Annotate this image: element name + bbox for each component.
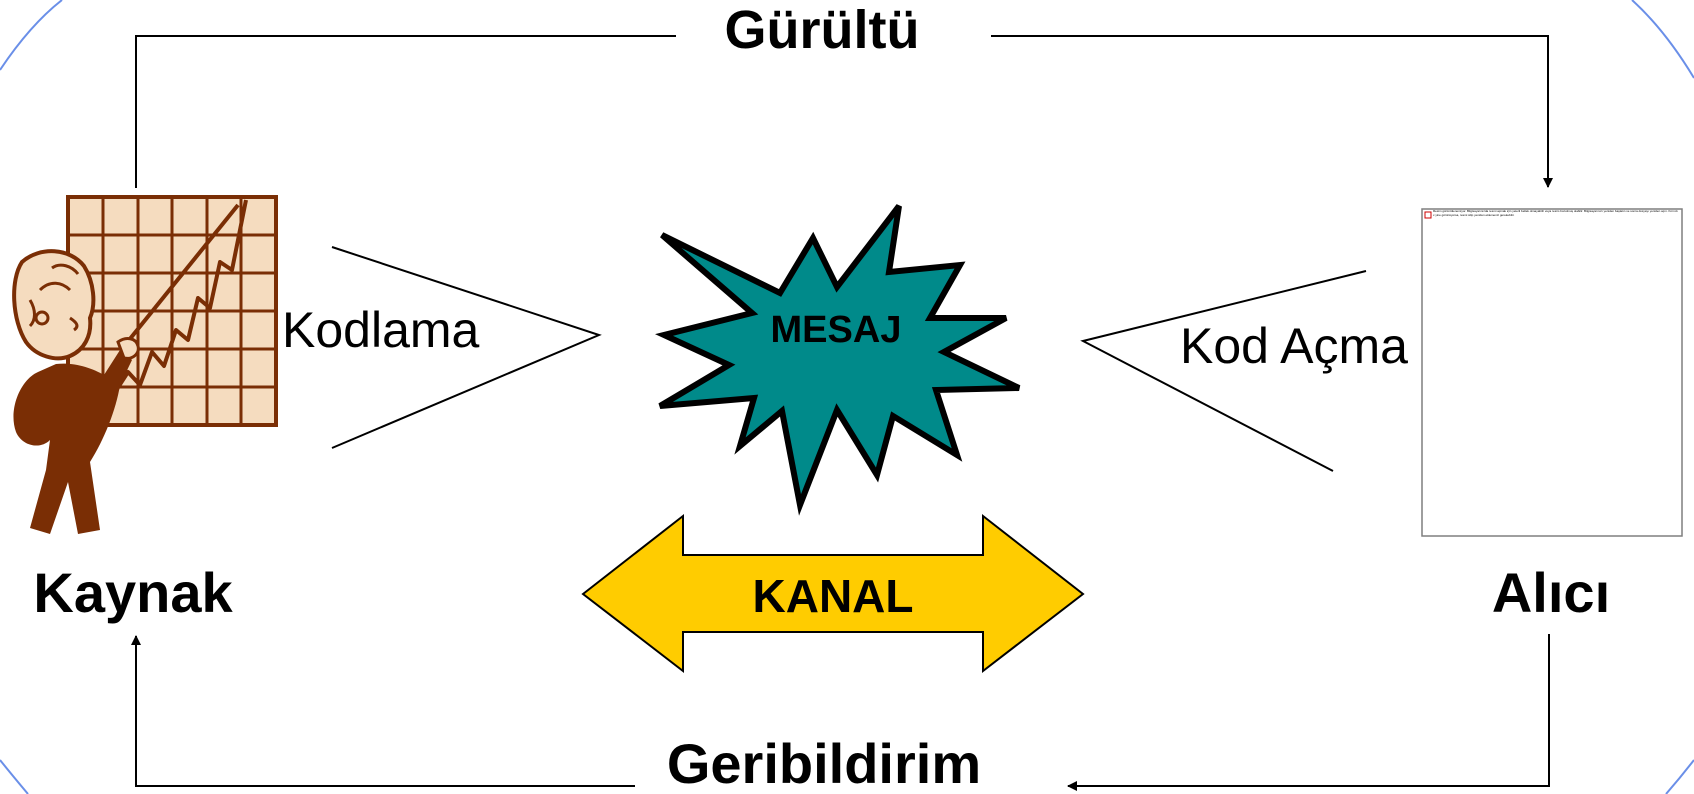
message-burst: [655, 204, 1021, 516]
channel-label: KANAL: [753, 570, 914, 622]
decoding-chevron: [1080, 270, 1367, 472]
feedback-arrow-right: [1067, 634, 1550, 791]
encoding-label: Kodlama: [282, 302, 480, 358]
noise-arrow-right: [991, 35, 1553, 188]
presenter-head: [12, 249, 96, 361]
noise-line-left: [135, 35, 676, 188]
corner-arc-bottom-left: [0, 759, 29, 794]
receiver-label: Alıcı: [1492, 561, 1610, 624]
message-label: MESAJ: [771, 309, 902, 351]
receiver-image-placeholder: Resim görüntülenemiyor. Bilgisayarınızda…: [1421, 208, 1683, 537]
corner-arc-top-right: [1631, 0, 1694, 79]
broken-image-message: Resim görüntülenemiyor. Bilgisayarınızda…: [1433, 210, 1678, 217]
chart-trend-line: [108, 199, 248, 402]
channel-double-arrow: [581, 513, 1085, 674]
corner-arc-top-left: [0, 0, 63, 71]
corner-arc-bottom-right: [1665, 759, 1694, 794]
noise-label: Gürültü: [725, 0, 920, 60]
encoding-chevron: [331, 246, 602, 449]
presenter-hand: [116, 337, 140, 360]
broken-image-icon: [1424, 211, 1432, 219]
feedback-arrow-left: [131, 635, 635, 787]
feedback-label: Geribildirim: [667, 732, 981, 794]
pointer-stick: [123, 203, 240, 347]
source-label: Kaynak: [33, 561, 233, 624]
presenter-body: [13, 350, 132, 534]
presenter-chart-illustration: [12, 195, 278, 534]
decoding-label: Kod Açma: [1180, 318, 1408, 374]
